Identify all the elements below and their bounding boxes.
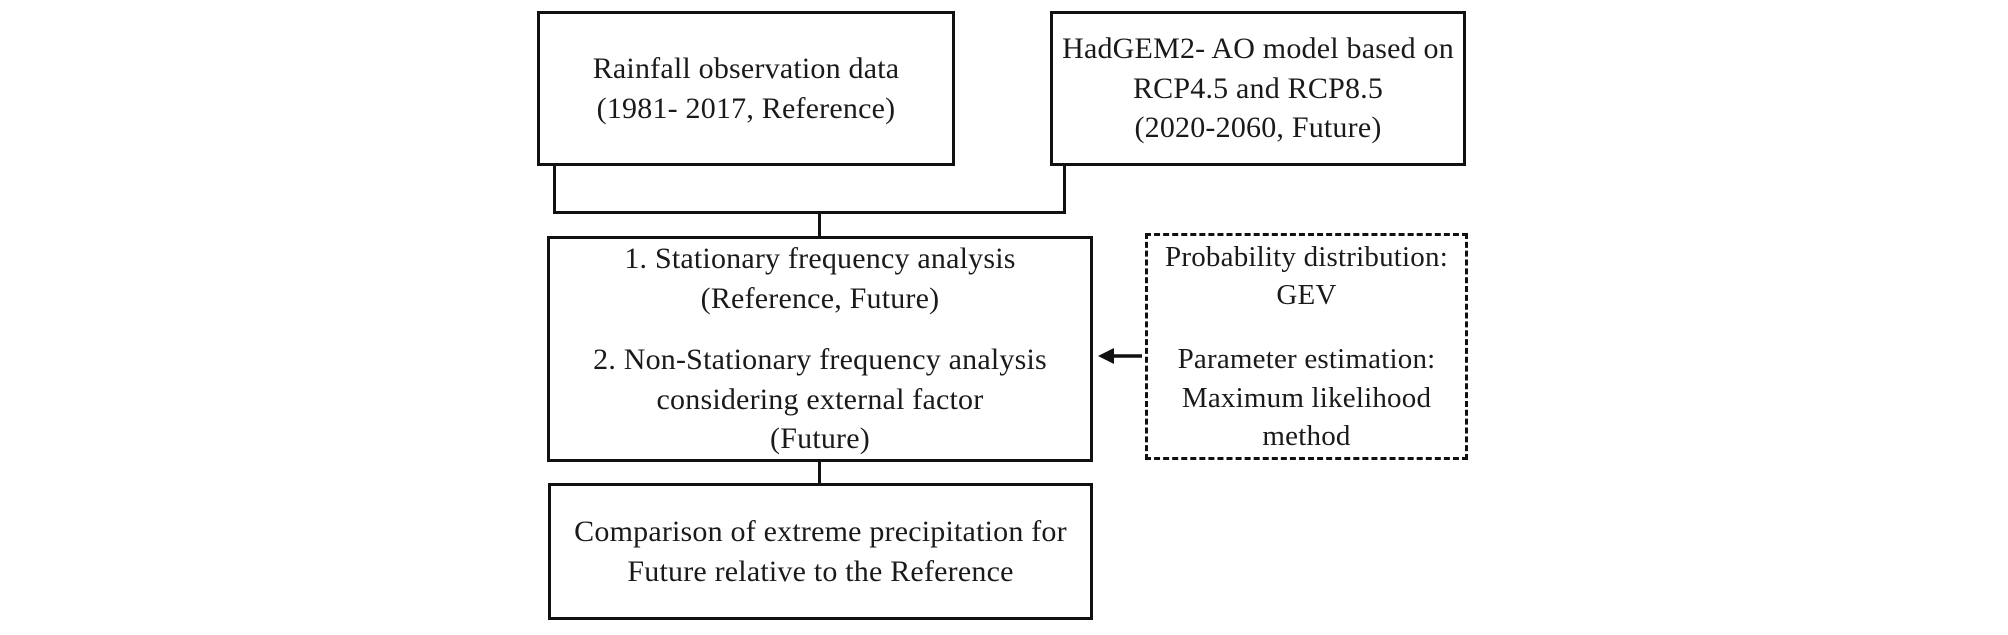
node-method-item2-line-3: method: [1262, 419, 1351, 452]
connector-bracket-to-analysis: [818, 211, 821, 239]
connector-analysis-to-comparison: [818, 459, 821, 486]
node-analysis-item2-line-1: 2. Non-Stationary frequency analysis: [593, 343, 1047, 377]
node-rainfall-line-1: Rainfall observation data: [592, 51, 900, 85]
node-analysis-item2-line-3: (Future): [770, 422, 870, 456]
node-hadgem-line-2: RCP4.5 and RCP8.5: [1132, 71, 1384, 105]
node-hadgem-line-3: (2020-2060, Future): [1134, 111, 1382, 145]
node-analysis-item2-line-2: considering external factor: [656, 382, 984, 416]
node-method-item1-line-2: GEV: [1276, 279, 1337, 312]
node-comparison-line-2: Future relative to the Reference: [627, 554, 1014, 588]
node-method-item2-line-2: Maximum likelihood: [1181, 381, 1432, 414]
connector-merge-bracket: [553, 211, 1066, 214]
node-rainfall-line-2: (1981- 2017, Reference): [596, 91, 896, 125]
node-hadgem-line-1: HadGEM2- AO model based on: [1062, 32, 1454, 66]
connector-rainfall-drop: [553, 164, 556, 214]
node-analysis-item1-line-1: 1. Stationary frequency analysis: [624, 242, 1016, 275]
node-analysis-item1-line-2: (Reference, Future): [700, 281, 940, 315]
node-hadgem2-ao-model: HadGEM2- AO model based on RCP4.5 and RC…: [1050, 11, 1466, 166]
node-method-item2-line-1: Parameter estimation:: [1177, 343, 1436, 376]
node-comparison-extreme-precipitation: Comparison of extreme precipitation for …: [548, 483, 1093, 620]
node-method-item1-line-1: Probability distribution:: [1165, 240, 1448, 273]
node-comparison-line-1: Comparison of extreme precipitation for: [574, 514, 1067, 548]
node-frequency-analysis: 1. Stationary frequency analysis (Refere…: [547, 236, 1093, 462]
arrow-left-icon: [1098, 348, 1142, 364]
node-probability-distribution-method: Probability distribution: GEV Parameter …: [1145, 233, 1468, 460]
node-rainfall-observation-data: Rainfall observation data (1981- 2017, R…: [537, 11, 955, 166]
connector-hadgem-drop: [1063, 164, 1066, 214]
